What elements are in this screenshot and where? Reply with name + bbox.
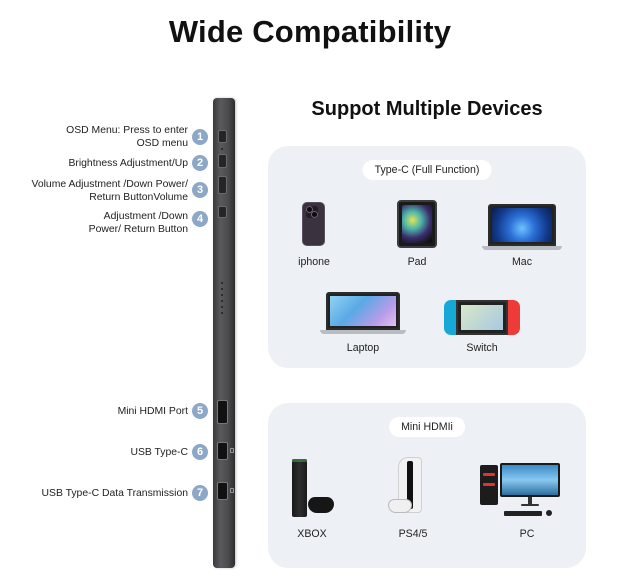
callout-volume: Volume Adjustment /Down Power/ Return Bu… (31, 178, 188, 204)
callout-usb-c-data: USB Type-C Data Transmission (42, 487, 188, 500)
device-label-pad: Pad (407, 256, 427, 268)
badge-6: 6 (192, 444, 208, 460)
callout-mini-hdmi: Mini HDMI Port (118, 405, 188, 418)
badge-4: 4 (192, 211, 208, 227)
callout-text: Power/ Return Button (88, 224, 188, 235)
xbox-icon (292, 459, 307, 517)
callout-brightness: Brightness Adjustment/Up (68, 157, 188, 170)
keyboard-icon (504, 511, 542, 516)
callout-text: OSD Menu: Press to enter (66, 125, 188, 136)
callout-osd-menu: OSD Menu: Press to enter OSD menu (66, 124, 188, 150)
typec-tag: Type-C (Full Function) (362, 160, 492, 180)
mouse-icon (546, 510, 552, 516)
device-label-xbox: XBOX (297, 528, 327, 540)
badge-3: 3 (192, 182, 208, 198)
callout-text: OSD menu (136, 138, 188, 149)
device-label-switch: Switch (466, 342, 498, 354)
section-subtitle: Suppot Multiple Devices (311, 98, 543, 120)
vent-hole (221, 282, 223, 284)
device-label-ps: PS4/5 (398, 528, 428, 540)
tablet-icon (397, 200, 437, 248)
device-label-laptop: Laptop (346, 342, 380, 354)
macbook-base (482, 246, 562, 250)
callout-text: Brightness Adjustment/Up (68, 158, 188, 169)
hdmi-tag: Mini HDMIi (389, 417, 465, 437)
badge-2: 2 (192, 155, 208, 171)
typec-device-panel: Type-C (Full Function) iphone Pad Mac La… (268, 146, 586, 368)
indicator-dot (221, 148, 223, 150)
vent-hole (221, 312, 223, 314)
usb-c-data-symbol (230, 488, 234, 493)
desktop-pc-icon (480, 465, 498, 505)
badge-5: 5 (192, 403, 208, 419)
device-label-iphone: iphone (298, 256, 330, 268)
device-label-pc: PC (519, 528, 535, 540)
device-label-mac: Mac (511, 256, 532, 268)
vent-hole (221, 300, 223, 302)
macbook-icon (488, 204, 556, 246)
pc-monitor-stand (528, 497, 532, 505)
usb-c-port (217, 442, 228, 460)
pc-monitor-foot (521, 504, 539, 506)
xbox-controller-icon (308, 497, 334, 513)
vent-hole (221, 288, 223, 290)
hdmi-device-panel: Mini HDMIi XBOX PS4/5 PC (268, 403, 586, 568)
pc-monitor-icon (500, 463, 560, 497)
iphone-icon (302, 202, 325, 246)
badge-1: 1 (192, 129, 208, 145)
playstation-controller-icon (388, 499, 412, 513)
monitor-side-profile (213, 98, 235, 568)
callout-text: USB Type-C Data Transmission (41, 488, 188, 499)
callout-text: Mini HDMI Port (117, 406, 188, 417)
callout-text: Volume Adjustment /Down Power/ (31, 179, 188, 190)
power-key (218, 206, 227, 218)
callout-usb-c: USB Type-C (130, 446, 188, 459)
usb-c-symbol (230, 448, 234, 453)
vent-hole (221, 294, 223, 296)
usb-c-data-port (217, 482, 228, 500)
laptop-icon (326, 292, 400, 330)
badge-7: 7 (192, 485, 208, 501)
callout-text: Return ButtonVolume (89, 192, 188, 203)
osd-menu-key (218, 130, 227, 143)
nintendo-switch-icon (444, 300, 520, 335)
mini-hdmi-port (217, 400, 228, 424)
volume-key (218, 176, 227, 194)
callout-text: USB Type-C (130, 447, 188, 458)
laptop-base (320, 330, 406, 334)
xbox-vent (292, 459, 307, 462)
page-title: Wide Compatibility (168, 14, 452, 49)
callout-text: Adjustment /Down (103, 211, 188, 222)
callout-power: Adjustment /Down Power/ Return Button (89, 210, 188, 236)
brightness-key (218, 154, 227, 168)
vent-hole (221, 306, 223, 308)
